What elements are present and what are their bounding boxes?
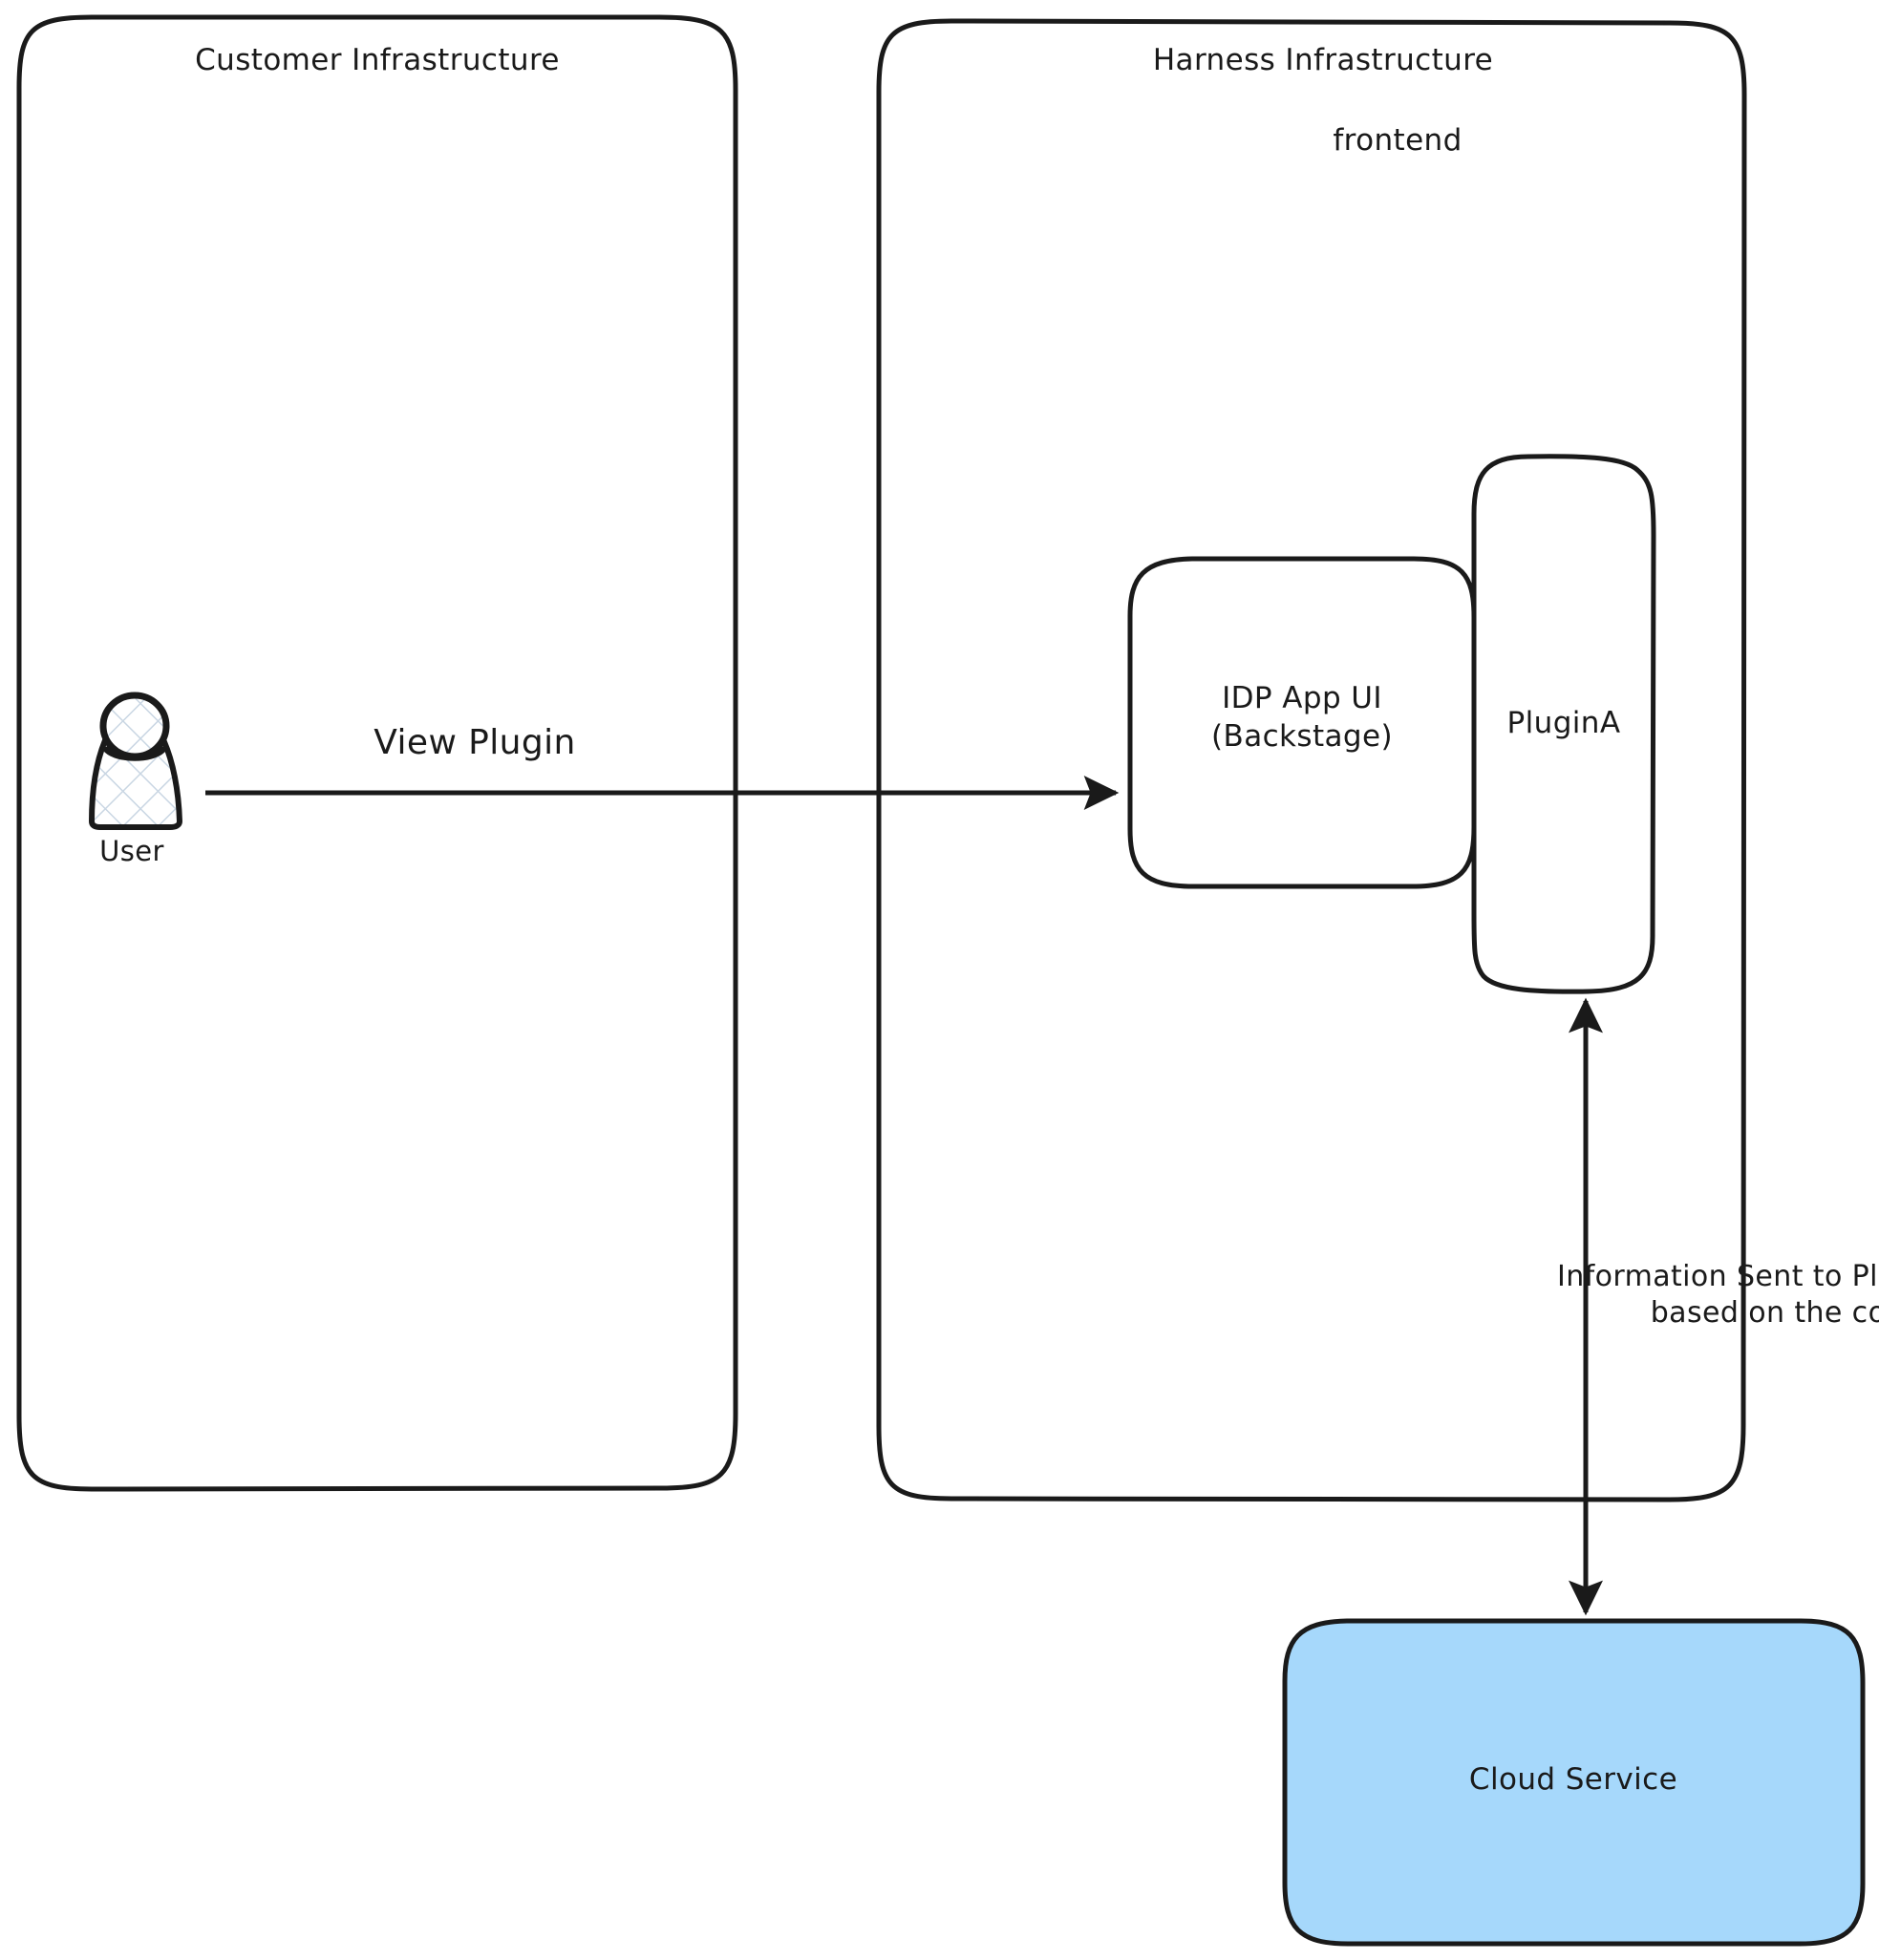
user-actor-icon: [89, 692, 182, 830]
node-cloud-service[interactable]: [1282, 1618, 1866, 1947]
actor-label-user: User: [99, 835, 164, 867]
edge-label-information-sent-to-plugin: Information Sent to Pluginbased on the c…: [1557, 1259, 1879, 1332]
container-customer-infrastructure: [16, 14, 738, 1492]
frontend-group-label: frontend: [1333, 123, 1463, 158]
idp-label-line-2: (Backstage): [1211, 718, 1393, 754]
node-idp-app-ui[interactable]: [1127, 556, 1477, 889]
info-label-line-2: based on the config: [1650, 1296, 1879, 1331]
node-plugin-a[interactable]: [1471, 454, 1656, 994]
node-label-plugin-a: PluginA: [1506, 706, 1621, 740]
container-title-customer-infrastructure: Customer Infrastructure: [195, 43, 560, 77]
info-label-line-1: Information Sent to Plugin: [1557, 1260, 1879, 1293]
edge-label-view-plugin: View Plugin: [374, 723, 576, 762]
node-label-idp-app-ui: IDP App UI(Backstage): [1211, 680, 1393, 756]
container-title-harness-infrastructure: Harness Infrastructure: [1152, 43, 1494, 77]
idp-label-line-1: IDP App UI: [1222, 681, 1382, 715]
node-label-cloud-service: Cloud Service: [1468, 1762, 1678, 1797]
